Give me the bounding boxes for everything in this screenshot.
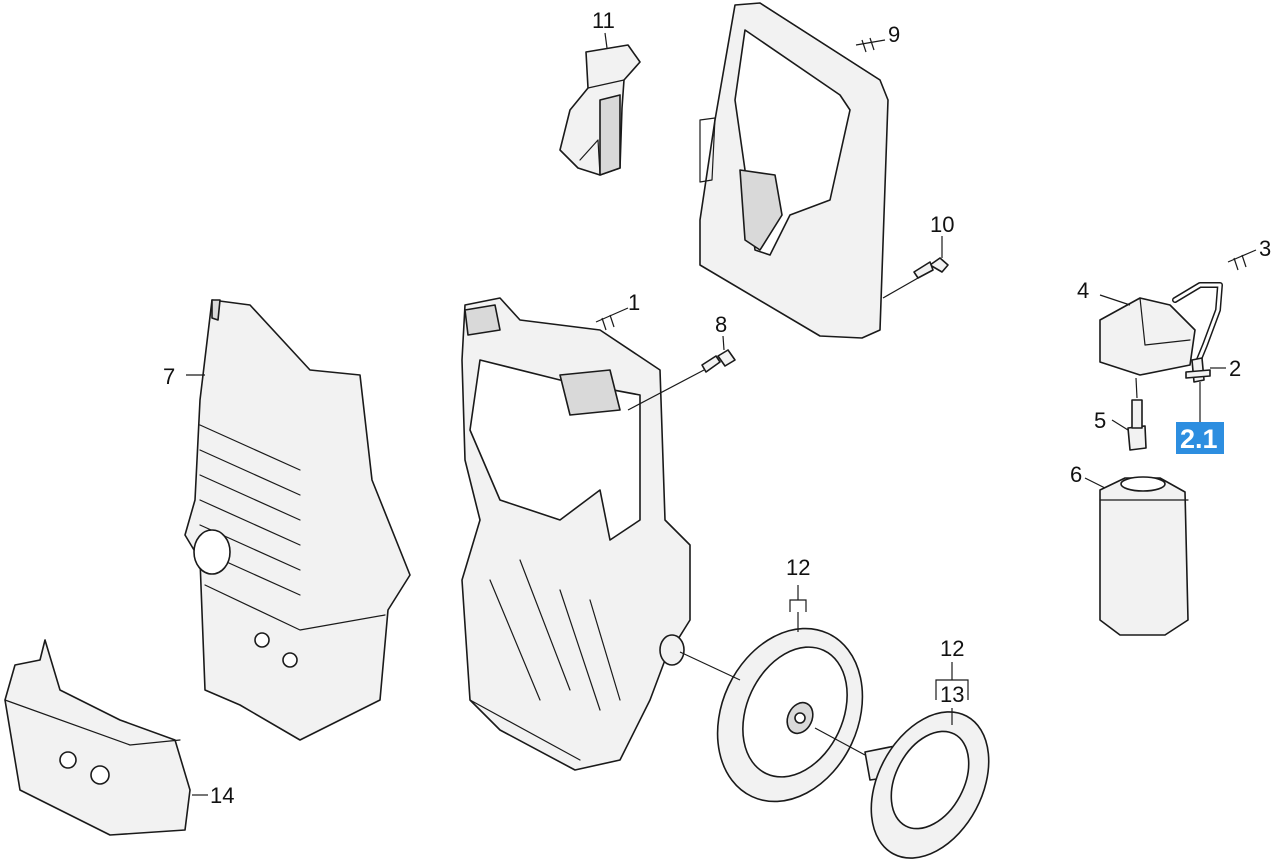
callout-7: 7 xyxy=(163,364,175,389)
callout-9: 9 xyxy=(888,22,900,47)
callout-10: 10 xyxy=(930,212,954,237)
callout-2-1-highlight[interactable]: 2.1 xyxy=(1176,422,1224,454)
callout-14: 14 xyxy=(210,783,234,808)
callout-5: 5 xyxy=(1094,408,1106,433)
part-9-handle-frame xyxy=(699,2,889,339)
part-13-hub-cap xyxy=(864,711,990,859)
callout-2-1-label[interactable]: 2.1 xyxy=(1180,424,1218,454)
part-12-wheel xyxy=(716,627,864,803)
callout-1: 1 xyxy=(628,290,640,315)
callout-3: 3 xyxy=(1259,236,1271,261)
part-14-lower-trim xyxy=(4,639,191,836)
callout-11: 11 xyxy=(592,8,615,33)
callout-4: 4 xyxy=(1077,278,1089,303)
part-4-tank-cap xyxy=(1099,297,1196,376)
part-5-filter xyxy=(1127,399,1147,451)
callout-6: 6 xyxy=(1070,462,1082,487)
callout-2: 2 xyxy=(1229,356,1241,381)
callout-2-1-box[interactable] xyxy=(1176,422,1224,454)
part-2-connector xyxy=(1185,357,1211,383)
callout-12-hub: 12 xyxy=(940,636,964,661)
part-3-hose xyxy=(1172,282,1223,365)
part-8-screw xyxy=(701,349,736,373)
callout-8: 8 xyxy=(715,312,727,337)
part-1-main-chassis xyxy=(461,297,691,771)
leader-lines xyxy=(186,32,1257,796)
part-11-bracket xyxy=(559,44,641,176)
part-10-screw xyxy=(913,257,949,279)
part-7-front-housing xyxy=(184,299,411,741)
part-6-detergent-tank xyxy=(1099,476,1189,636)
callout-12-wheel: 12 xyxy=(786,555,810,580)
callout-13: 13 xyxy=(940,682,964,707)
